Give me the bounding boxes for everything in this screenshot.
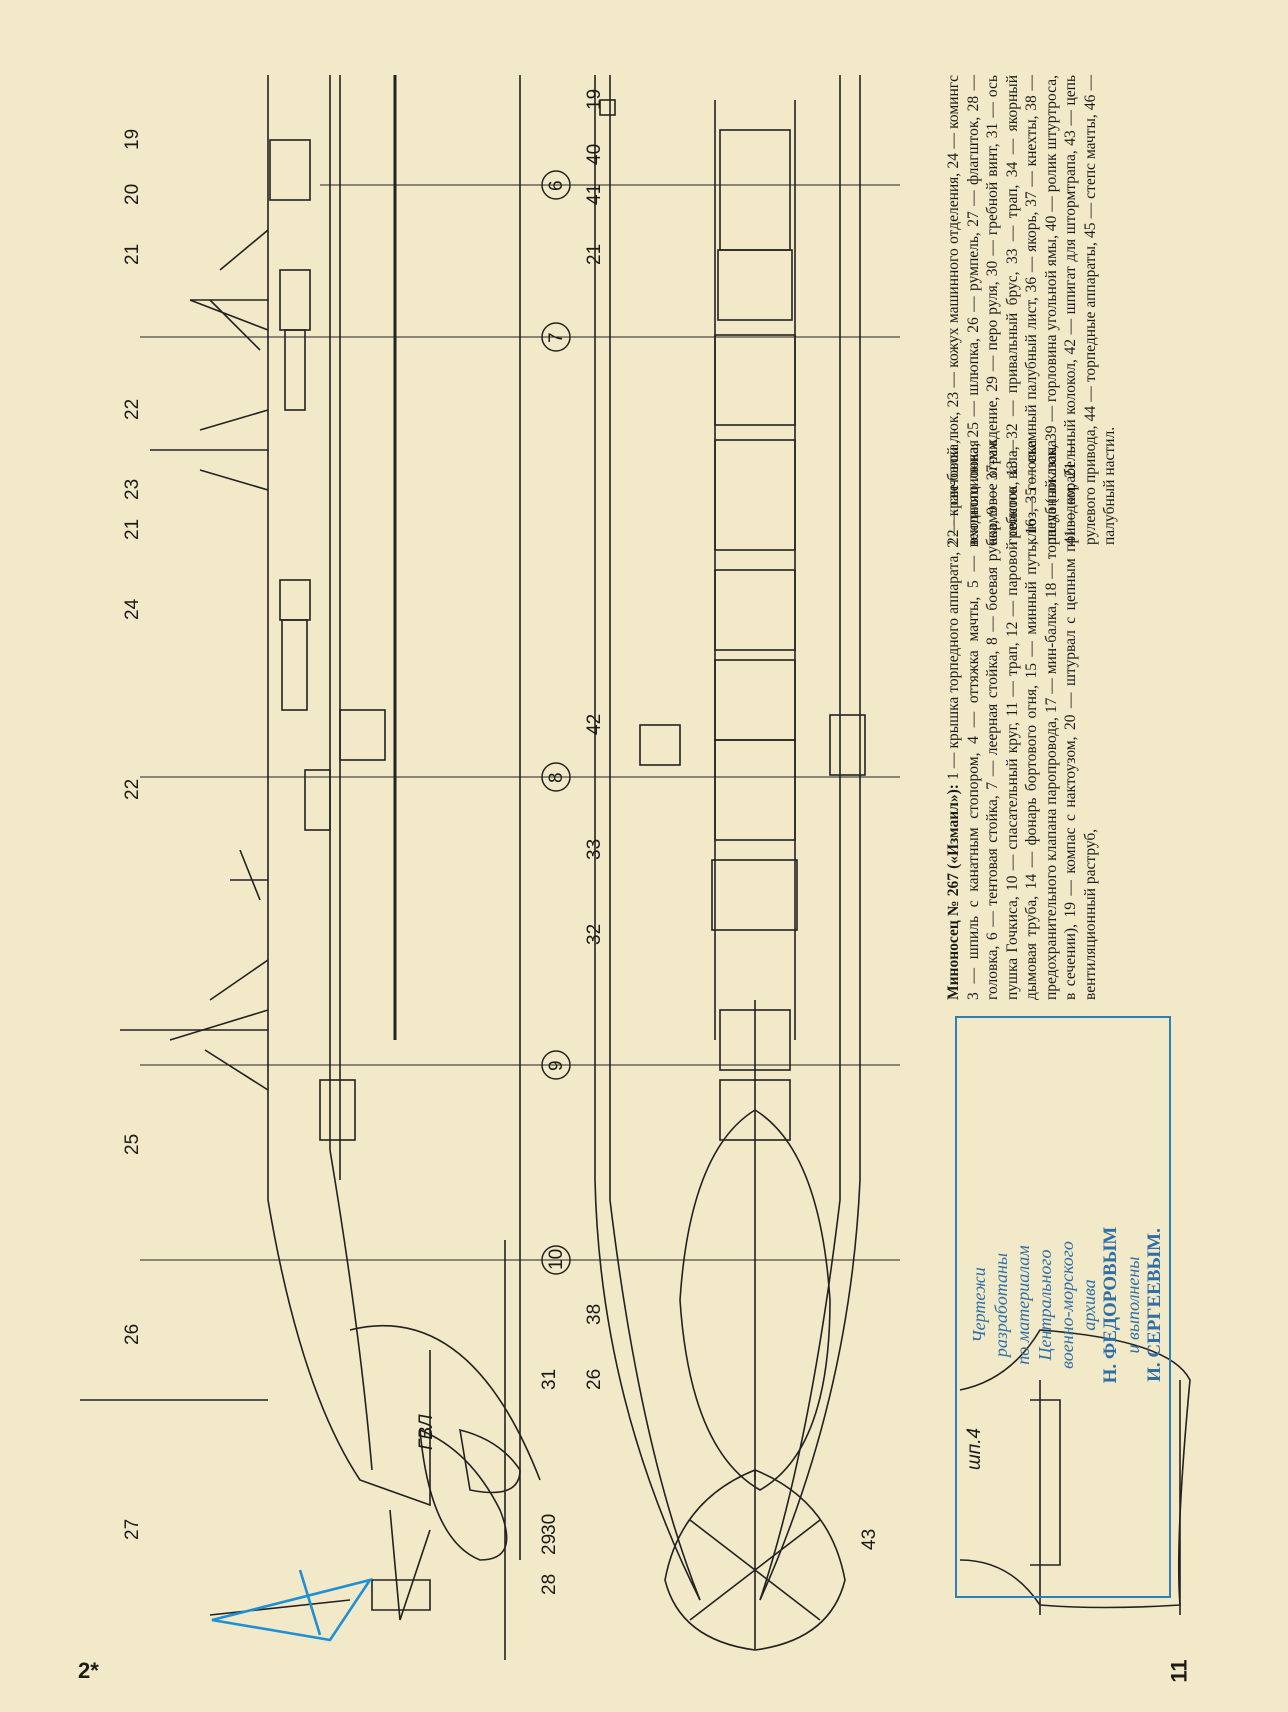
credit-line: Центрального [1035,1249,1055,1361]
page-number-left: 2* [78,1658,99,1683]
callout-label: 24 [122,598,143,620]
waterline-label: ГВЛ [416,1413,437,1450]
callout-label: 30 [539,1514,560,1535]
callout-label: 21 [584,244,605,265]
frame-number: 7 [546,332,567,343]
callout-label: 23 [122,479,143,500]
credit-line: разработаны [991,1252,1011,1358]
callout-labels: 19 20 21 22 21 23 24 22 33 32 25 26 31 3… [122,89,880,1595]
credit-text: Чертежи разработаны по материалам Центра… [968,1030,1165,1580]
legend-part-2: 22 — световой люк, 23 — кожух машинного … [944,75,1184,545]
credit-box [955,1016,1171,1598]
credit-line: архива [1079,1279,1099,1331]
credit-author-1: Н. ФЕДОРОВЫМ [1100,1226,1121,1384]
callout-label: 25 [122,1134,143,1155]
callout-label: 40 [584,144,605,165]
credit-author-2: И. СЕРГЕЕВЫМ. [1144,1228,1165,1382]
callout-label: 21 [122,244,143,265]
callout-label: 27 [122,1519,143,1540]
callout-label: 26 [584,1369,605,1390]
page-number-right: 11 [1166,1659,1192,1683]
callout-label: 29 [539,1534,560,1555]
frame-number: 6 [546,180,567,191]
credit-line: по материалам [1013,1245,1033,1365]
callout-label: 43 [859,1529,880,1550]
callout-label: 22 [122,779,143,800]
callout-label: 41 [584,184,605,205]
callout-label: 19 [122,129,143,150]
plan-view [594,75,866,1651]
callout-label: 19 [584,89,605,110]
credit-line: Чертежи [969,1267,989,1343]
callout-label: 26 [122,1324,143,1345]
credit-line: и выполнены [1123,1256,1143,1354]
frame-number: 8 [546,772,567,783]
callout-label: 20 [122,184,143,205]
callout-label: 38 [584,1304,605,1325]
callout-label: 33 [584,839,605,860]
callout-label: 21 [122,519,143,540]
side-elevation [80,75,541,1660]
callout-label: 32 [584,924,605,945]
frame-number: 10 [546,1249,567,1270]
credit-line: военно-морского [1057,1241,1077,1369]
callout-label: 42 [584,714,605,735]
frame-number: 9 [546,1060,567,1071]
section-shp4 [959,1329,1191,1615]
section-label: шп.4 [964,1428,985,1470]
frame-numbers: 6 7 8 9 10 [546,180,567,1270]
callout-label: 28 [539,1574,560,1595]
legend-text-2: 22 — световой люк, 23 — кожух машинного … [945,75,1118,545]
callout-label: 22 [122,399,143,420]
callout-label: 31 [539,1369,560,1390]
legend-title: Миноносец № 267 («Измаил»): [945,784,962,1000]
